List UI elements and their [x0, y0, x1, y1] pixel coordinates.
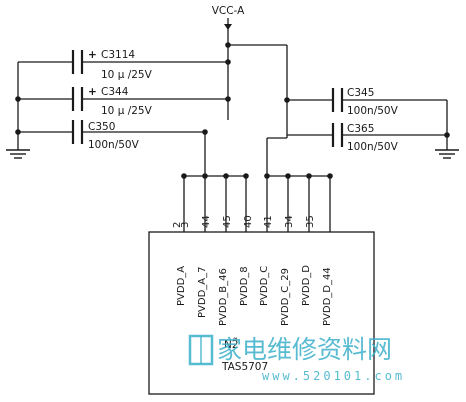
watermark-text: 家电维修资料网: [217, 335, 392, 364]
c3114-value: 10 μ /25V: [101, 69, 153, 81]
pin-number-40: 40: [243, 215, 254, 228]
c365-ref: C365: [347, 123, 374, 135]
c344-polarity: +: [88, 86, 97, 98]
c350-value: 100n/50V: [88, 139, 140, 151]
ic-part-number: TAS5707: [221, 361, 268, 373]
pin-name-pvdd-d: PVDD_D: [301, 265, 312, 306]
pin-number-45: 45: [222, 215, 233, 228]
pin-number-41: 41: [263, 215, 274, 228]
c365-value: 100n/50V: [347, 141, 399, 153]
vcc-arrow-icon: [224, 24, 232, 30]
ic-body: [148, 231, 375, 395]
pin-name-pvdd-c-29: PVDD_C_29: [280, 268, 291, 326]
c3114-polarity: +: [88, 49, 97, 61]
pin-name-pvdd-c: PVDD_C: [259, 266, 270, 306]
c345-ref: C345: [347, 87, 374, 99]
pin-number-35: 35: [305, 215, 316, 228]
pin-number-34: 34: [284, 215, 295, 228]
book-logo-icon: [188, 334, 214, 366]
c3114-ref: C3114: [101, 49, 135, 61]
pin-name-pvdd-a: PVDD_A: [176, 266, 187, 306]
pin-number-2: 2: [172, 222, 183, 228]
ground-left-icon: [6, 149, 30, 159]
c345-value: 100n/50V: [347, 105, 399, 117]
ground-right-icon: [435, 149, 459, 159]
watermark-url: www.520101.com: [262, 369, 405, 383]
pin-name-pvdd-8: PVDD_8: [239, 266, 250, 306]
pin-name-pvdd-a-7: PVDD_A_7: [197, 267, 208, 318]
c344-value: 10 μ /25V: [101, 105, 153, 117]
junction-dots: [15, 42, 450, 179]
pin-number-3: 3: [180, 222, 191, 228]
c350-ref: C350: [88, 121, 115, 133]
watermark-logo: [188, 334, 214, 366]
vcc-label: VCC-A: [212, 5, 245, 17]
capacitor-symbols: [71, 50, 344, 147]
wires: [17, 18, 448, 232]
pin-name-pvdd-d-44: PVDD_D_44: [322, 267, 333, 326]
ic-designator: N2̃: [224, 337, 239, 351]
pin-number-44: 44: [201, 215, 212, 228]
pin-name-pvdd-b-46: PVDD_B_46: [218, 268, 229, 326]
c344-ref: C344: [101, 86, 129, 98]
